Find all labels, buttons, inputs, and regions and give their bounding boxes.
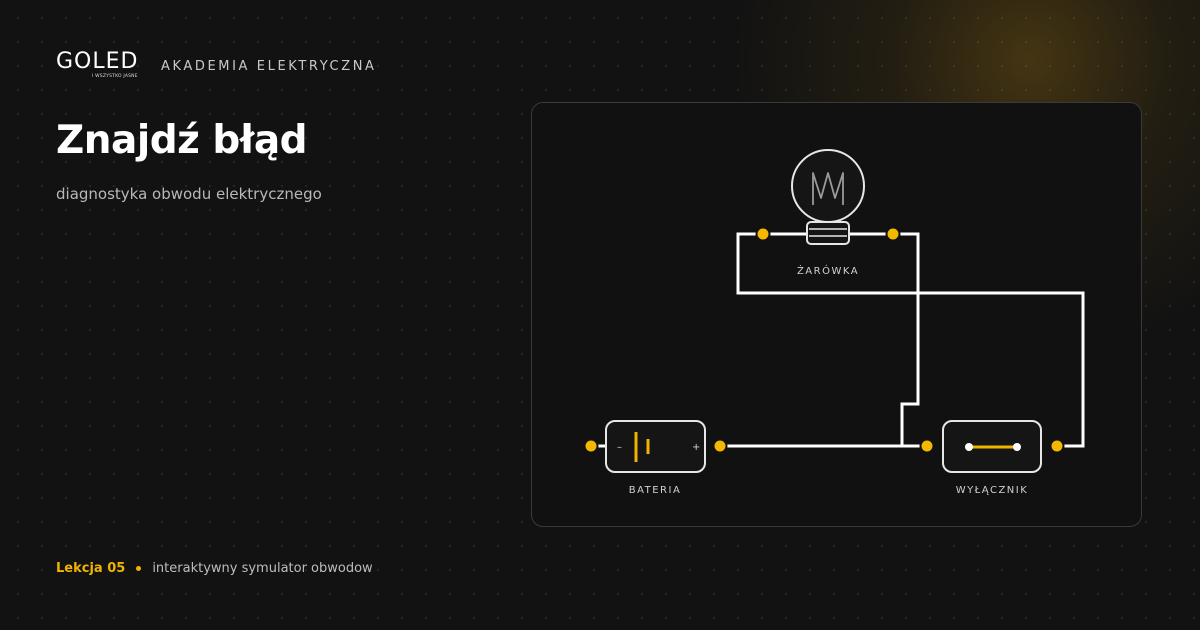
academy-label: AKADEMIA ELEKTRYCZNA bbox=[161, 59, 377, 74]
bulb-filament-icon bbox=[812, 172, 844, 205]
battery-minus-sign: – bbox=[617, 442, 622, 453]
bulb-component[interactable]: ŻARÓWKA bbox=[791, 149, 865, 277]
logo-text: GOLED bbox=[56, 49, 139, 74]
separator-dot-icon bbox=[136, 566, 142, 571]
page-title: Znajdź błąd bbox=[56, 118, 308, 163]
terminals bbox=[583, 226, 1065, 454]
brand-logo: GOLED I WSZYSTKO JASNE bbox=[56, 49, 148, 83]
battery-plus-sign: + bbox=[692, 442, 700, 453]
lesson-description: interaktywny symulator obwodow bbox=[152, 561, 373, 576]
bulb-base bbox=[806, 221, 850, 245]
terminal-bulb-left[interactable] bbox=[755, 226, 771, 242]
bulb-glass bbox=[791, 149, 865, 223]
battery-component[interactable]: – + BATERIA bbox=[605, 420, 706, 496]
wire-bulb-right[interactable] bbox=[891, 232, 929, 448]
logo-tagline: I WSZYSTKO JASNE bbox=[92, 74, 138, 79]
lesson-number: Lekcja 05 bbox=[56, 561, 126, 576]
terminal-switch-left[interactable] bbox=[919, 438, 935, 454]
page-subtitle: diagnostyka obwodu elektrycznego bbox=[56, 185, 322, 203]
terminal-battery-plus[interactable] bbox=[712, 438, 728, 454]
terminal-bulb-right[interactable] bbox=[885, 226, 901, 242]
terminal-switch-right[interactable] bbox=[1049, 438, 1065, 454]
circuit-diagram: ŻARÓWKA – + BATERIA WYŁĄCZNIK bbox=[583, 149, 1085, 496]
switch-component[interactable]: WYŁĄCZNIK bbox=[942, 420, 1042, 496]
battery-label: BATERIA bbox=[629, 485, 682, 496]
terminal-battery-minus[interactable] bbox=[583, 438, 599, 454]
switch-contact-right bbox=[1013, 443, 1021, 451]
footer: Lekcja 05 interaktywny symulator obwodow bbox=[56, 561, 373, 576]
bulb-label: ŻARÓWKA bbox=[797, 264, 859, 277]
switch-contact-left bbox=[965, 443, 973, 451]
wire-bulb-left[interactable] bbox=[736, 232, 1085, 448]
battery-body bbox=[605, 420, 706, 473]
switch-label: WYŁĄCZNIK bbox=[956, 485, 1029, 496]
